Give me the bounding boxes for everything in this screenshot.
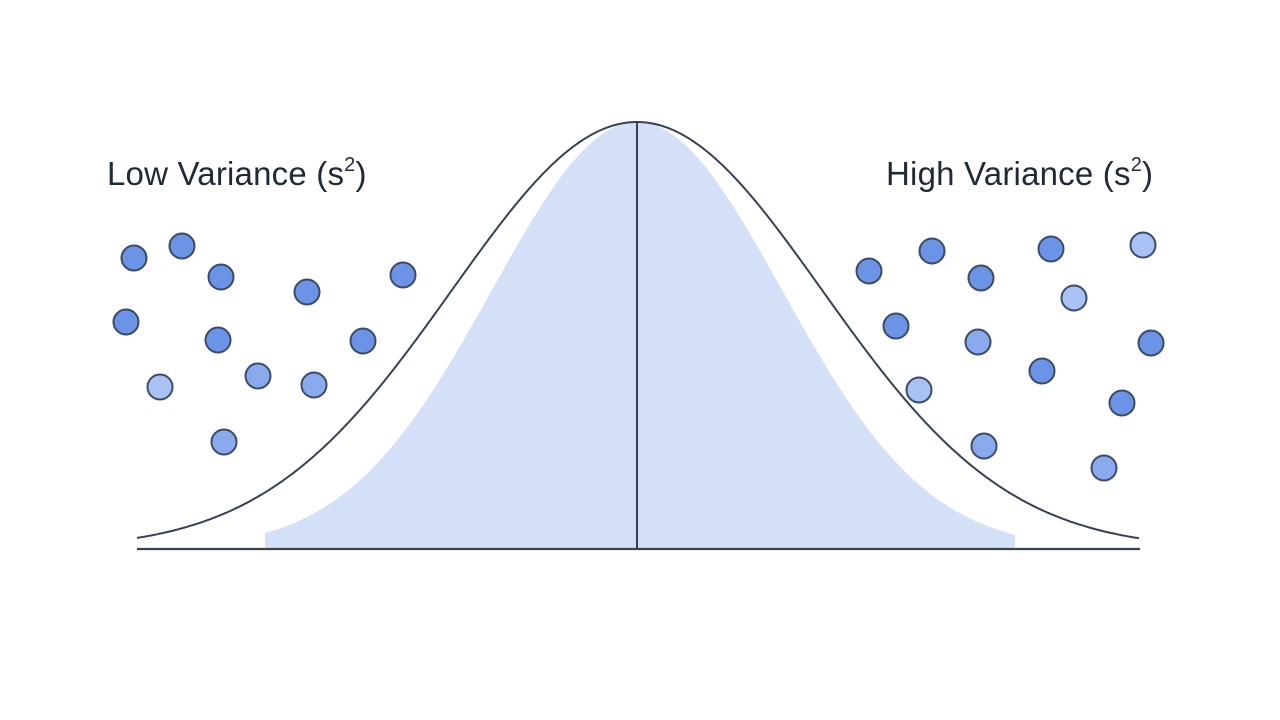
low-variance-point — [168, 232, 196, 260]
high-variance-point — [1108, 389, 1136, 417]
low-variance-point — [389, 261, 417, 289]
low-variance-point — [349, 327, 377, 355]
low-variance-label-text: Low Variance (s — [107, 155, 345, 192]
high-variance-label: High Variance (s2) — [886, 155, 1153, 193]
low-variance-label-superscript: 2 — [344, 154, 356, 176]
high-variance-points — [855, 231, 1165, 482]
high-variance-point — [1028, 357, 1056, 385]
high-variance-label-superscript: 2 — [1130, 154, 1143, 176]
high-variance-point — [1037, 235, 1065, 263]
low-variance-point — [293, 278, 321, 306]
low-variance-point — [207, 263, 235, 291]
high-variance-point — [905, 376, 933, 404]
low-variance-points — [112, 232, 417, 456]
high-variance-point — [855, 257, 883, 285]
low-variance-point — [120, 244, 148, 272]
high-variance-point — [1129, 231, 1157, 259]
high-variance-point — [1137, 329, 1165, 357]
low-variance-point — [146, 373, 174, 401]
high-variance-label-text: High Variance (s — [886, 155, 1131, 192]
high-variance-point — [967, 264, 995, 292]
low-variance-point — [244, 362, 272, 390]
low-variance-point — [204, 326, 232, 354]
high-variance-point — [918, 237, 946, 265]
low-variance-point — [210, 428, 238, 456]
low-variance-point — [112, 308, 140, 336]
low-variance-label: Low Variance (s2) — [107, 155, 367, 193]
bell-curve-fill — [265, 122, 1015, 549]
high-variance-label-close: ) — [1142, 155, 1154, 192]
high-variance-point — [1090, 454, 1118, 482]
high-variance-point — [964, 328, 992, 356]
high-variance-point — [1060, 284, 1088, 312]
high-variance-point — [970, 432, 998, 460]
high-variance-point — [882, 312, 910, 340]
low-variance-point — [300, 371, 328, 399]
low-variance-label-close: ) — [355, 155, 367, 192]
